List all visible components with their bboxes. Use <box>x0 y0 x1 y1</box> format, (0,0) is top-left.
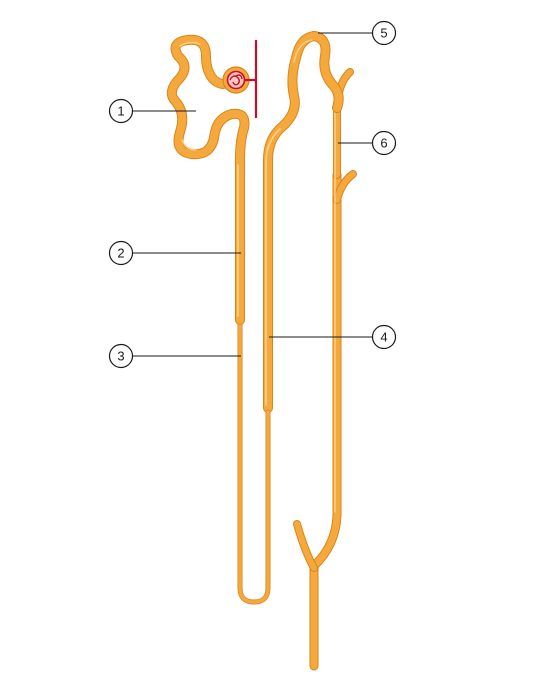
leader-lines <box>133 32 372 357</box>
glomerulus <box>222 66 250 94</box>
distal-tubule <box>263 31 344 413</box>
callout-label: 6 <box>380 136 387 151</box>
callout-label: 5 <box>380 26 387 41</box>
callout-label: 2 <box>117 246 124 261</box>
callout-label: 3 <box>117 349 124 364</box>
callout-4: 4 <box>371 324 397 350</box>
callout-2: 2 <box>108 240 134 266</box>
arteriole <box>244 40 258 118</box>
proximal-tubule <box>166 34 250 325</box>
loop-of-henle <box>237 315 271 605</box>
callout-5: 5 <box>371 20 397 46</box>
collecting-duct <box>293 68 357 671</box>
callout-6: 6 <box>371 130 397 156</box>
callout-label: 1 <box>117 104 124 119</box>
callout-3: 3 <box>108 343 134 369</box>
callout-label: 4 <box>380 330 387 345</box>
callout-1: 1 <box>108 98 134 124</box>
